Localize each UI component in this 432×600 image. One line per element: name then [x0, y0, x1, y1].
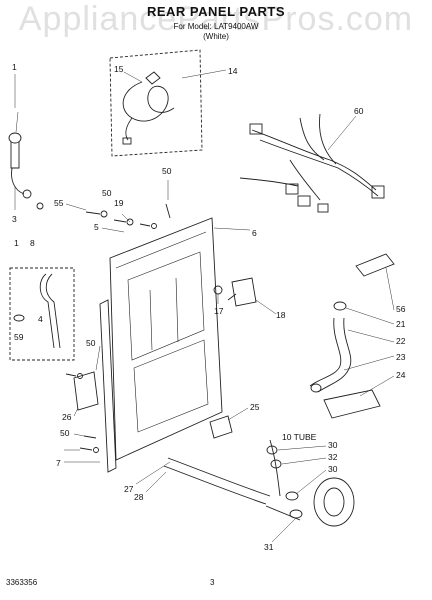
callout: 19 [114, 198, 124, 208]
callout: 7 [56, 458, 61, 468]
callout: 10 TUBE [282, 432, 317, 442]
callout: 4 [38, 314, 43, 324]
water-level-switch-bracket [73, 371, 99, 411]
callout: 50 [162, 166, 172, 176]
rear-leg-bracket [355, 253, 395, 277]
callout: 50 [86, 338, 96, 348]
color-subtitle: (White) [203, 32, 229, 41]
callout: 50 [102, 188, 112, 198]
callout: 28 [134, 492, 144, 502]
wiring-harness [239, 113, 385, 213]
model-subtitle: For Model: LAT9400AW [173, 22, 259, 31]
callout: 22 [396, 336, 406, 346]
screws [65, 203, 171, 453]
watermark: AppliancePartsPros.com [18, 0, 414, 38]
drain-tube-assembly [163, 439, 355, 527]
cord-box-outline [109, 49, 203, 157]
callout: 59 [14, 332, 24, 342]
side-trim [99, 299, 117, 473]
callout: 8 [30, 238, 35, 248]
callout: 32 [328, 452, 338, 462]
callout: 15 [114, 64, 124, 74]
callout: 18 [276, 310, 286, 320]
page-title: REAR PANEL PARTS [146, 4, 285, 19]
callout: 50 [60, 428, 70, 438]
pump-hose [309, 301, 381, 419]
page-number: 3 [210, 578, 215, 587]
callout: 26 [62, 412, 72, 422]
rear-panel [109, 217, 223, 461]
leader-lines [14, 69, 395, 543]
callout: 31 [264, 542, 274, 552]
document-number: 3363356 [6, 578, 38, 587]
callout: 17 [214, 306, 224, 316]
callout: 30 [328, 440, 338, 450]
callout: 25 [250, 402, 260, 412]
callout: 1 [12, 62, 17, 72]
water-inlet-hose-fitting [8, 132, 44, 210]
drain-hose [13, 273, 61, 349]
callout: 24 [396, 370, 406, 380]
callout: 3 [12, 214, 17, 224]
water-inlet-valve [213, 277, 257, 307]
callout: 56 [396, 304, 406, 314]
hose-clip [209, 415, 233, 439]
callout: 27 [124, 484, 134, 494]
callout: 5 [94, 222, 99, 232]
drain-hose-kit-box [9, 267, 75, 361]
callout: 14 [228, 66, 238, 76]
callout: 55 [54, 198, 64, 208]
callout: 60 [354, 106, 364, 116]
callout: 30 [328, 464, 338, 474]
callout: 23 [396, 352, 406, 362]
callout-labels: 1 3 1 8 4 59 55 5 19 50 6 14 15 60 50 56… [12, 62, 406, 552]
callout: 6 [252, 228, 257, 238]
callout: 1 [14, 238, 19, 248]
callout: 21 [396, 319, 406, 329]
power-cord [122, 71, 175, 145]
